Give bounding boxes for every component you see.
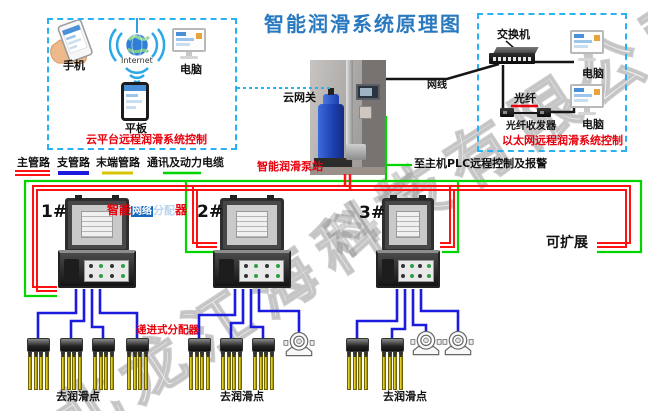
distributor-block [188, 338, 211, 390]
internet-icon [109, 18, 166, 84]
unit-2-id: 2# [197, 202, 224, 222]
tablet-label: 平板 [125, 122, 147, 135]
network-distributor-label-p2: 网络 [131, 206, 154, 217]
network-distributor-label-p3: 分配 [153, 204, 176, 217]
distributor-block [346, 338, 369, 390]
distributor-block [252, 338, 275, 390]
progressive-distributor-label: 递进式分配器 [136, 324, 199, 336]
network-distributor-label: 智能网络分配器 [107, 199, 187, 218]
distributor-block [220, 338, 243, 390]
switch-label: 交换机 [497, 28, 530, 41]
plc-label: 至主机PLC远程控制及报警 [414, 157, 548, 170]
lube-point-label-2: 去润滑点 [220, 390, 264, 403]
ethernet-control-box [477, 13, 627, 152]
ethernet-box-caption: 以太网远程润滑系统控制 [502, 134, 623, 147]
bearing-icon [442, 330, 474, 356]
pump-station-photo [310, 60, 386, 175]
legend-end-pipe: 末端管路 [96, 156, 140, 169]
distributor-block [92, 338, 115, 390]
cloud-pc-label: 电脑 [180, 63, 202, 76]
ethernet-pc1-label: 电脑 [582, 67, 604, 80]
cloud-pc-icon [172, 28, 206, 59]
tablet-icon [121, 82, 149, 121]
phone-label: 手机 [63, 59, 85, 72]
ethernet-pc1-icon [570, 30, 604, 61]
network-cable-label: 网线 [427, 80, 447, 91]
transceiver-label: 光纤收发器 [506, 121, 556, 132]
lube-point-label-3: 去润滑点 [383, 390, 427, 403]
legend-branch-pipe: 支管路 [57, 156, 90, 169]
legend-main-pipe: 主管路 [17, 156, 50, 169]
pump-station-label: 智能润滑泵站 [257, 160, 323, 173]
bearing-icon [283, 331, 315, 357]
cloud-control-box [47, 18, 237, 150]
distributor-block [27, 338, 50, 390]
distributor-block [60, 338, 83, 390]
unit-1-id: 1# [41, 202, 68, 222]
ethernet-pc2-label: 电脑 [582, 118, 604, 131]
fiber-transceiver-icon [537, 108, 551, 117]
ethernet-switch-icon [489, 47, 539, 65]
cloud-box-caption: 云平台远程润滑系统控制 [86, 133, 207, 146]
pump-unit-3 [376, 195, 440, 290]
page-title: 智能润滑系统原理图 [264, 12, 462, 36]
unit-3-id: 3# [359, 203, 386, 223]
bearing-icon [410, 330, 442, 356]
lube-point-label-1: 去润滑点 [56, 390, 100, 403]
internet-label: Internet [121, 56, 153, 65]
pump-unit-2 [213, 195, 291, 290]
fiber-label: 光纤 [514, 92, 536, 105]
distributor-block [381, 338, 404, 390]
ethernet-pc2-icon [570, 84, 604, 115]
phone-in-hand-icon [50, 20, 93, 64]
fiber-transceiver-icon [500, 108, 514, 117]
legend-cable: 通讯及动力电缆 [147, 156, 224, 169]
expand-label: 可扩展 [546, 235, 588, 251]
gateway-label: 云网关 [283, 91, 316, 104]
network-distributor-label-p4: 器 [175, 203, 188, 217]
network-distributor-label-p1: 智能 [107, 203, 132, 217]
distributor-block [126, 338, 149, 390]
